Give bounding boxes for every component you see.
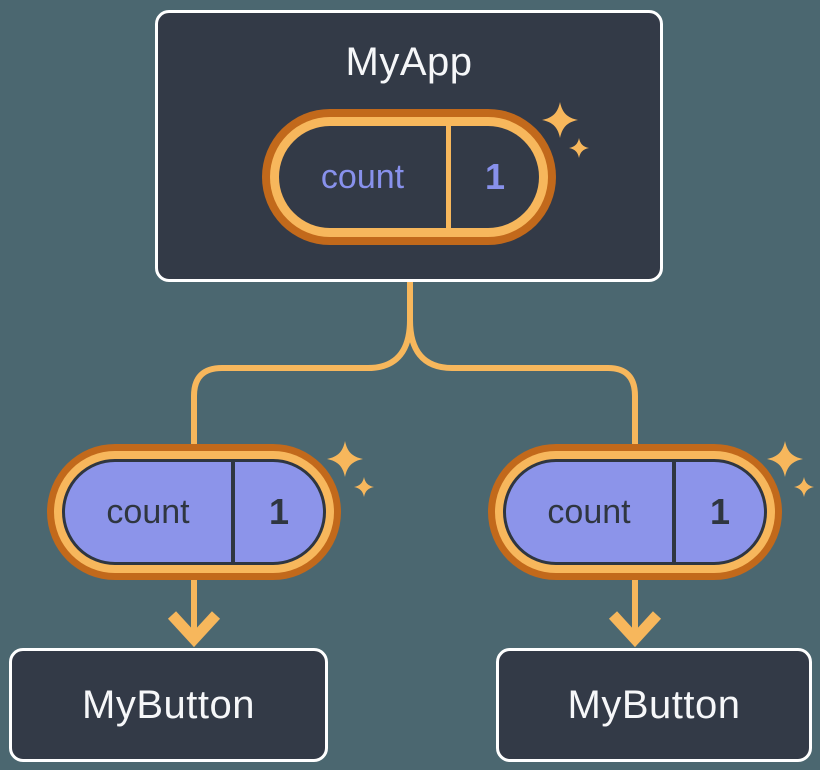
- right-child-state-pill: count 1: [488, 444, 782, 580]
- child-component-title: MyButton: [567, 683, 741, 727]
- root-component-node: MyApp count 1: [155, 10, 663, 282]
- state-value: 1: [484, 156, 506, 197]
- state-label: count: [106, 492, 190, 531]
- state-value: 1: [709, 491, 731, 532]
- sparkle-icon: [767, 441, 814, 497]
- root-state-pill-ring: count 1: [270, 117, 548, 237]
- root-component-title: MyApp: [345, 40, 473, 84]
- state-label: count: [547, 492, 631, 531]
- state-label: count: [320, 157, 405, 196]
- root-state-pill: count 1: [262, 109, 556, 245]
- left-child-state-pill-ring: count 1: [54, 451, 334, 573]
- arrow-down-icon: [608, 611, 662, 648]
- state-divider: [446, 126, 451, 228]
- state-value: 1: [268, 491, 290, 532]
- sparkle-icon: [327, 441, 374, 497]
- left-child-component-node: MyButton: [9, 648, 328, 762]
- connector-root-to-right-child: [407, 282, 638, 632]
- child-component-title: MyButton: [82, 683, 255, 727]
- right-child-state-pill-core: count 1: [503, 459, 767, 565]
- left-child-state-pill: count 1: [47, 444, 341, 580]
- state-divider: [231, 462, 235, 562]
- state-divider: [672, 462, 676, 562]
- right-child-state-pill-ring: count 1: [495, 451, 775, 573]
- arrow-down-icon: [167, 611, 221, 648]
- connector-root-to-left-child: [191, 282, 413, 632]
- left-child-state-pill-core: count 1: [62, 459, 326, 565]
- right-child-component-node: MyButton: [496, 648, 812, 762]
- sparkle-icon: [542, 102, 589, 158]
- root-state-pill-core: count 1: [279, 126, 539, 228]
